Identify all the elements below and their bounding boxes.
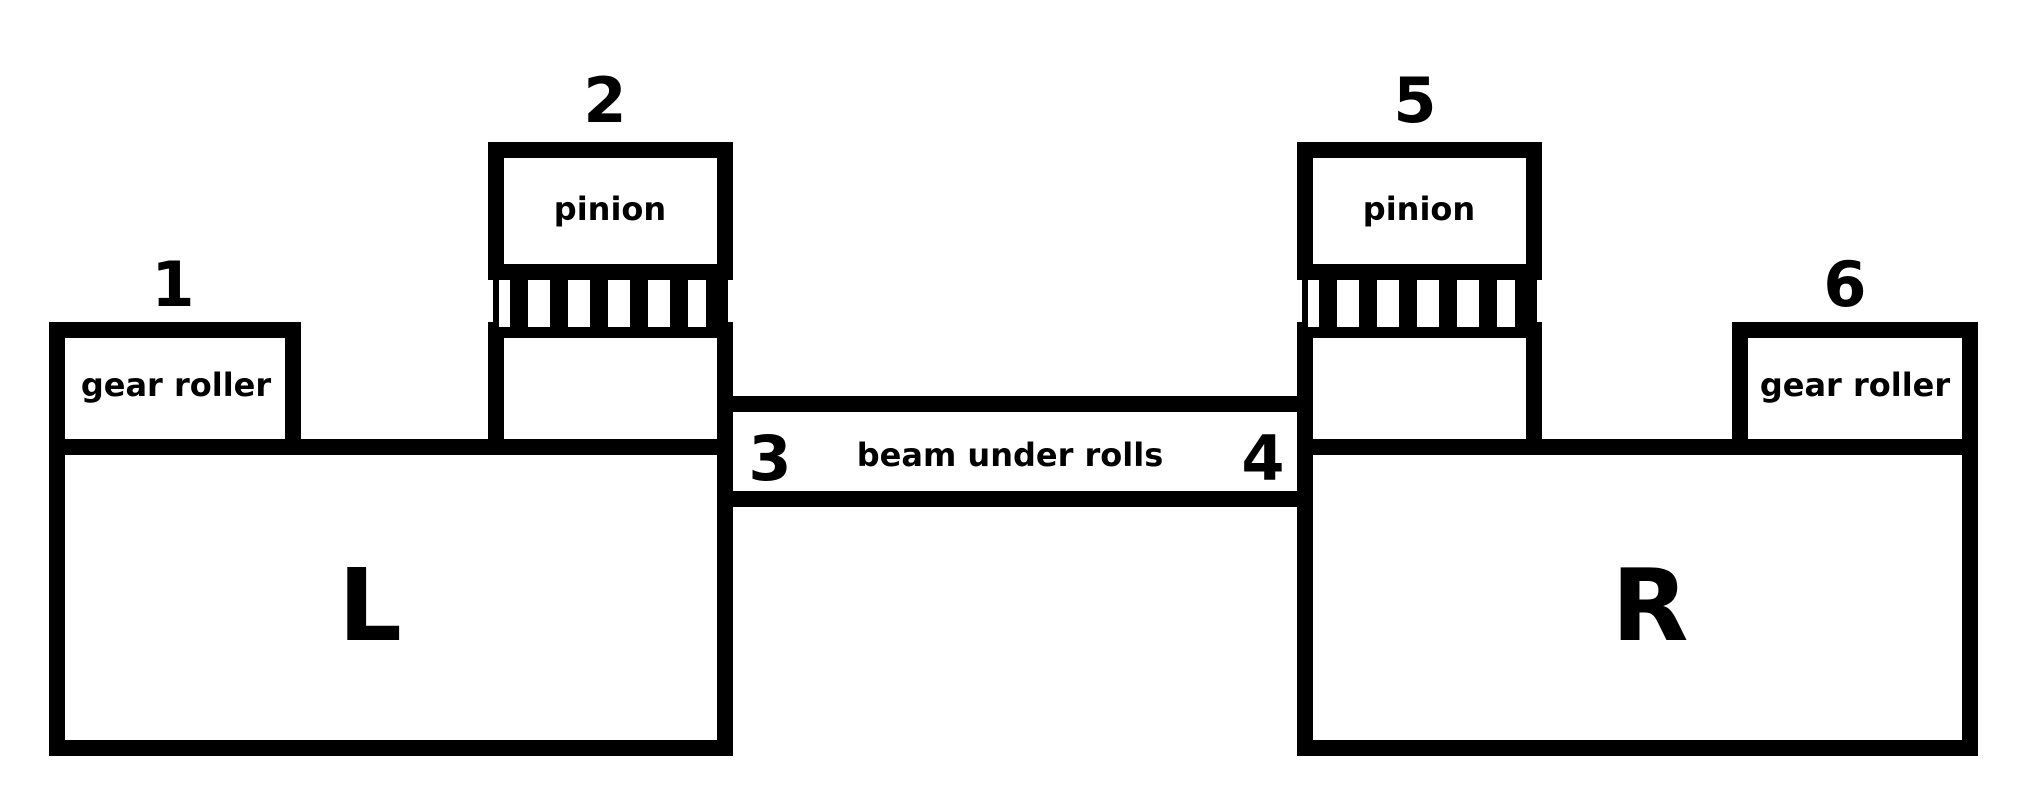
left-block [49, 439, 733, 756]
label-5: 5 [1393, 64, 1436, 137]
pinion-right-label: pinion [1363, 190, 1475, 228]
pinion-teeth-left [493, 269, 728, 333]
label-1: 1 [151, 248, 194, 321]
gear-roller-right-label: gear roller [1760, 366, 1951, 404]
pinion-left [488, 142, 733, 280]
gear-roller-left [49, 322, 301, 455]
pinion-mount-left [488, 322, 733, 455]
pinion-right [1297, 142, 1542, 280]
pinion-mount-right [1297, 322, 1542, 455]
beam-label: beam under rolls [857, 436, 1164, 474]
right-block-label: R [1611, 547, 1688, 664]
pinion-teeth-right [1302, 269, 1537, 333]
pinion-left-label: pinion [554, 190, 666, 228]
right-block [1297, 439, 1978, 756]
label-6: 6 [1823, 248, 1866, 321]
gear-roller-left-label: gear roller [81, 366, 272, 404]
left-block-label: L [338, 547, 402, 664]
label-3: 3 [748, 422, 791, 495]
gear-roller-right [1732, 322, 1978, 455]
label-2: 2 [583, 64, 626, 137]
label-4: 4 [1241, 422, 1284, 495]
